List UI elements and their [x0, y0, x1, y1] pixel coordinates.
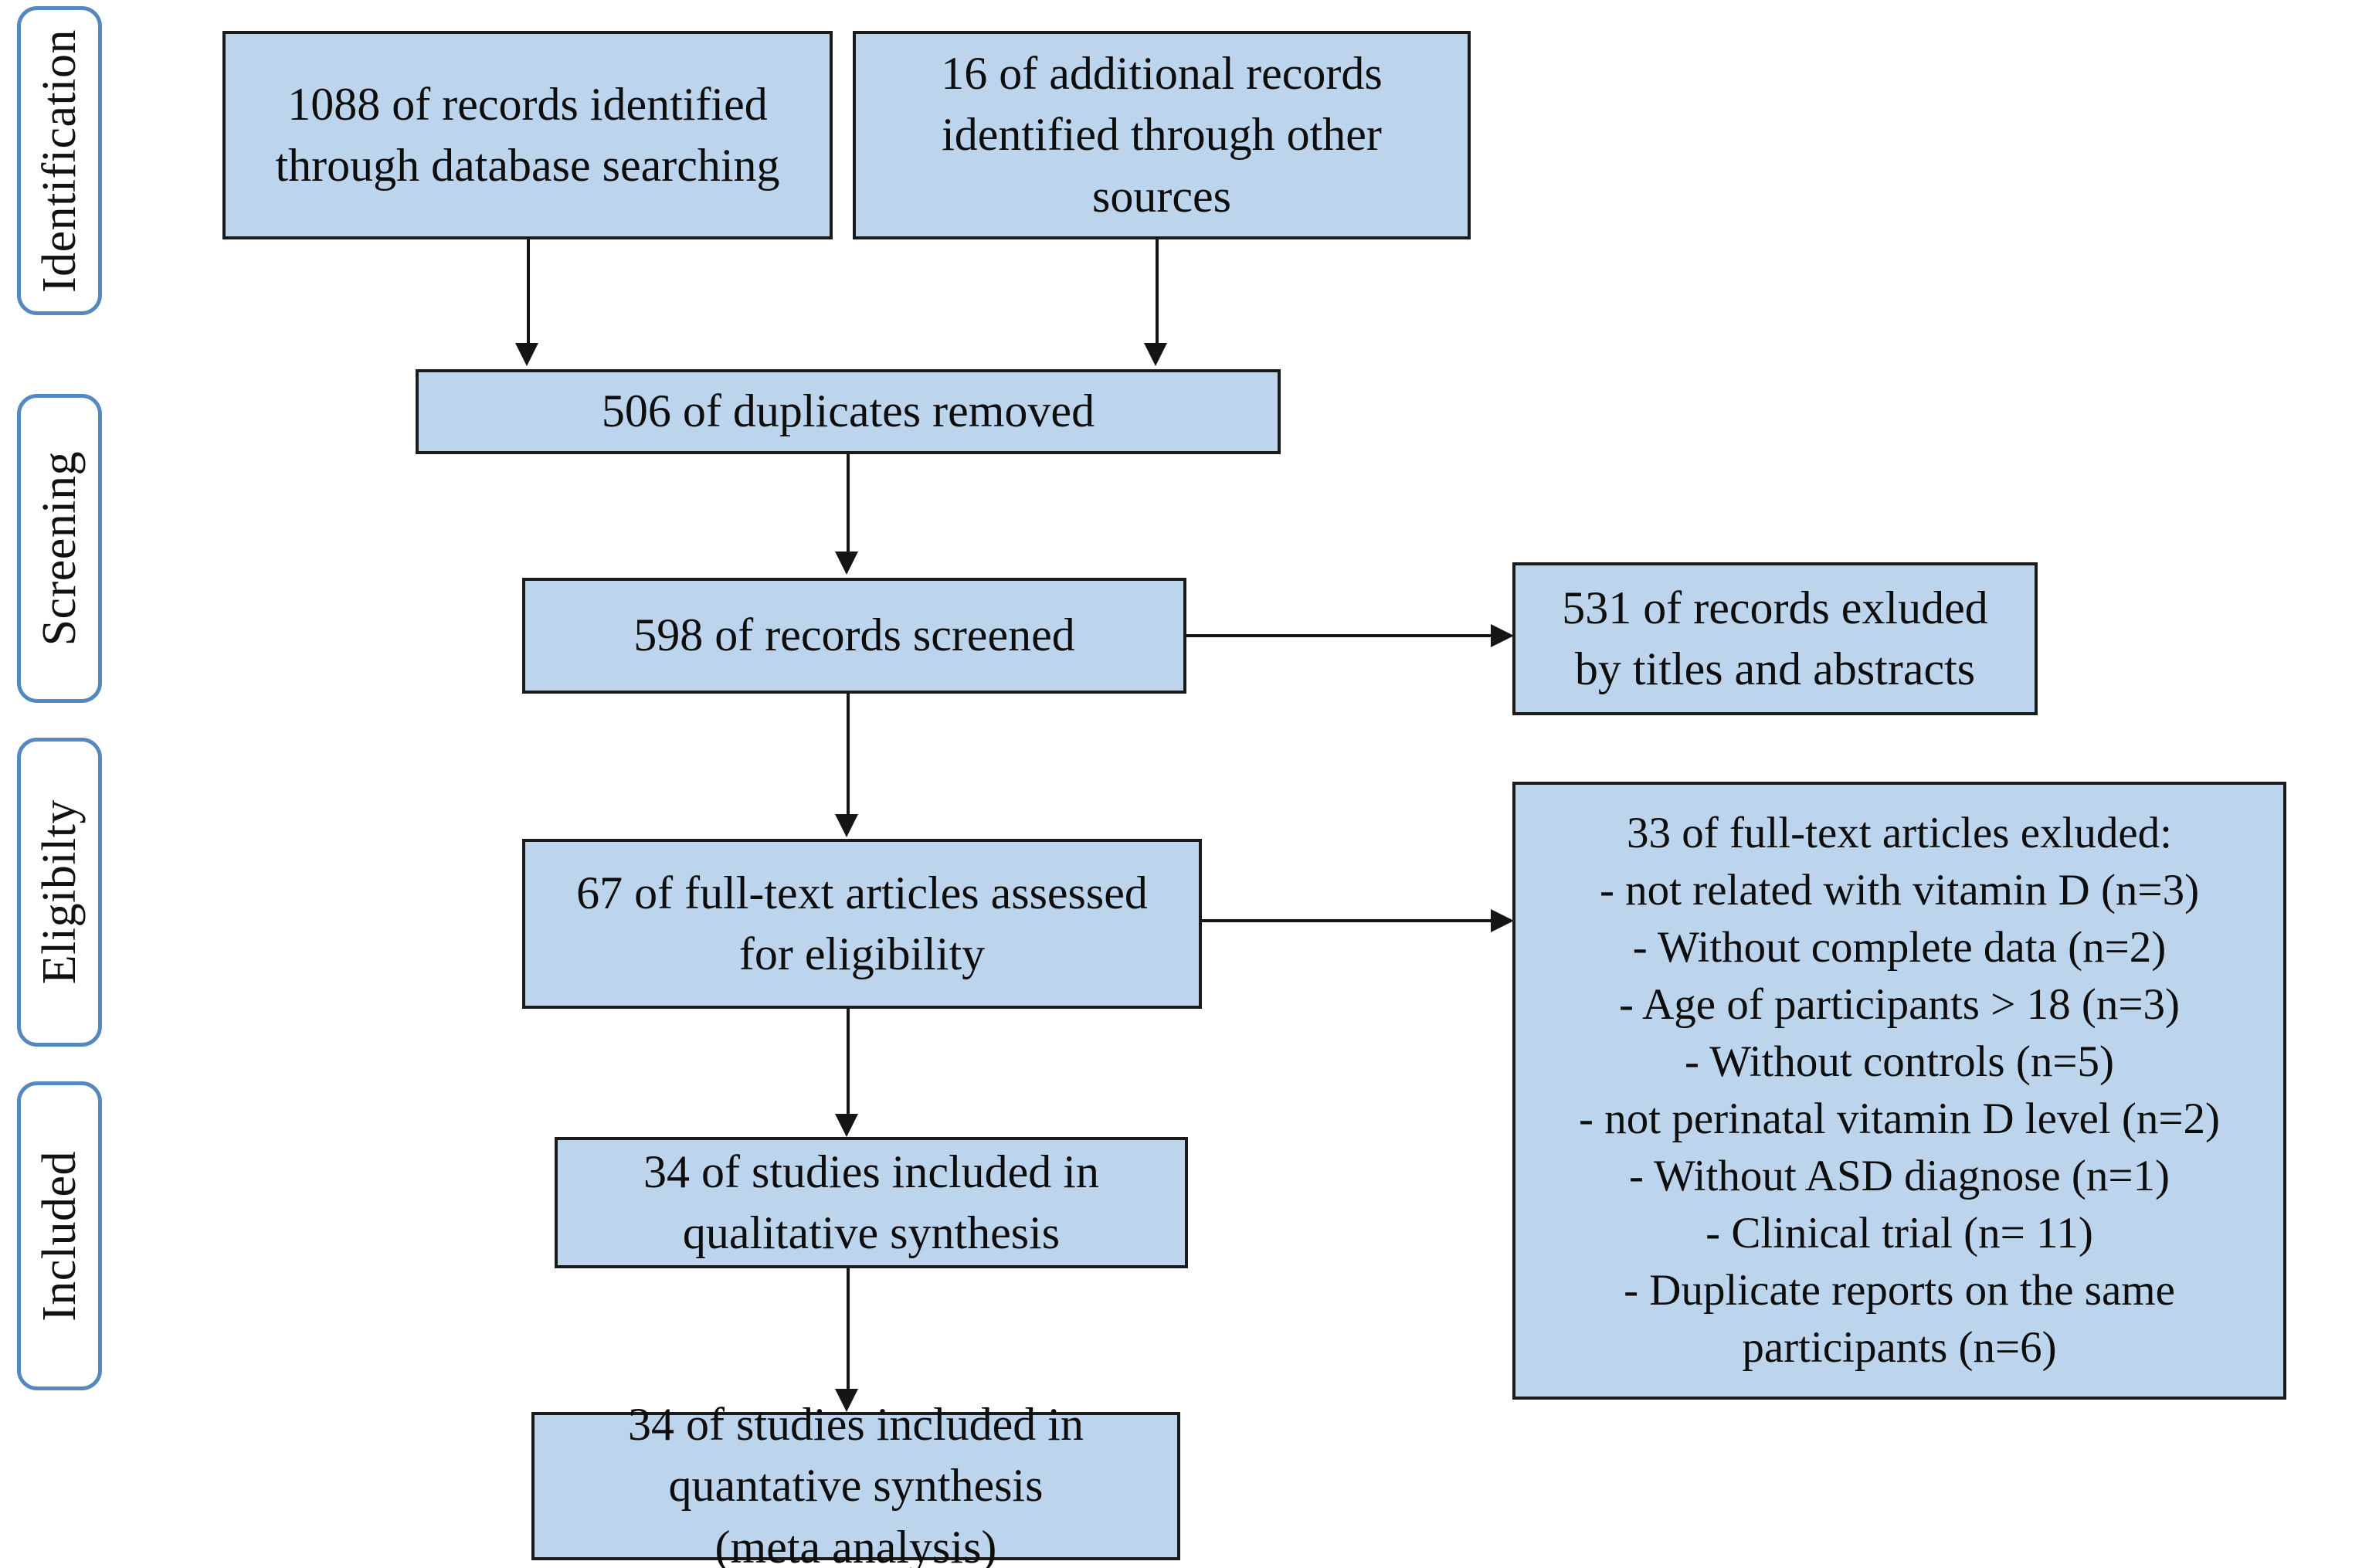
connector-screened-to-fulltext	[847, 694, 850, 817]
arrowhead-screened-to-excluded	[1491, 624, 1514, 647]
box-fulltext-excluded: 33 of full-text articles exluded: - not …	[1512, 782, 2286, 1400]
box-records-screened: 598 of records screened	[522, 578, 1186, 694]
arrowhead-screened-to-fulltext	[835, 814, 858, 837]
arrowhead-fulltext-to-qualitative	[835, 1114, 858, 1137]
connector-fulltext-to-excluded	[1202, 919, 1495, 922]
arrowhead-duplicates-to-screened	[835, 552, 858, 575]
connector-screened-to-excluded	[1186, 634, 1495, 637]
box-database-records-text: 1088 of records identified through datab…	[275, 78, 780, 191]
arrowhead-other-to-duplicates	[1144, 343, 1167, 366]
box-fulltext-assessed: 67 of full-text articles assessed for el…	[522, 839, 1202, 1009]
box-database-records: 1088 of records identified through datab…	[222, 31, 833, 239]
stage-label-included: Included	[17, 1081, 102, 1390]
box-qualitative-synthesis-text: 34 of studies included in qualitative sy…	[643, 1145, 1099, 1258]
box-duplicates-removed-text: 506 of duplicates removed	[601, 385, 1095, 437]
stage-label-eligibility: Eligibilty	[17, 738, 102, 1047]
arrowhead-fulltext-to-excluded	[1491, 909, 1514, 932]
stage-label-identification: Identification	[17, 6, 102, 315]
box-quantitative-synthesis-text: 34 of studies included in quantative syn…	[628, 1399, 1084, 1568]
connector-qualitative-to-quantitative	[847, 1268, 850, 1392]
box-fulltext-excluded-text: 33 of full-text articles exluded: - not …	[1579, 808, 2220, 1373]
arrowhead-database-to-duplicates	[515, 343, 538, 366]
stage-label-screening: Screening	[17, 394, 102, 703]
box-records-excluded-text: 531 of records exluded by titles and abs…	[1562, 582, 1988, 694]
box-records-screened-text: 598 of records screened	[633, 609, 1075, 661]
connector-database-to-duplicates	[527, 239, 530, 348]
connector-fulltext-to-qualitative	[847, 1009, 850, 1117]
box-duplicates-removed: 506 of duplicates removed	[416, 369, 1281, 454]
box-other-records-text: 16 of additional records identified thro…	[941, 48, 1383, 222]
stage-label-screening-text: Screening	[33, 450, 86, 647]
connector-duplicates-to-screened	[847, 454, 850, 555]
box-qualitative-synthesis: 34 of studies included in qualitative sy…	[555, 1137, 1188, 1268]
arrowhead-qualitative-to-quantitative	[835, 1389, 858, 1412]
stage-label-identification-text: Identification	[33, 29, 86, 293]
box-fulltext-assessed-text: 67 of full-text articles assessed for el…	[576, 867, 1148, 979]
box-quantitative-synthesis: 34 of studies included in quantative syn…	[531, 1399, 1180, 1568]
stage-label-included-text: Included	[33, 1150, 86, 1322]
box-records-excluded: 531 of records exluded by titles and abs…	[1512, 562, 2038, 715]
stage-label-eligibility-text: Eligibilty	[33, 799, 86, 985]
box-other-records: 16 of additional records identified thro…	[853, 31, 1471, 239]
connector-other-to-duplicates	[1156, 239, 1159, 348]
